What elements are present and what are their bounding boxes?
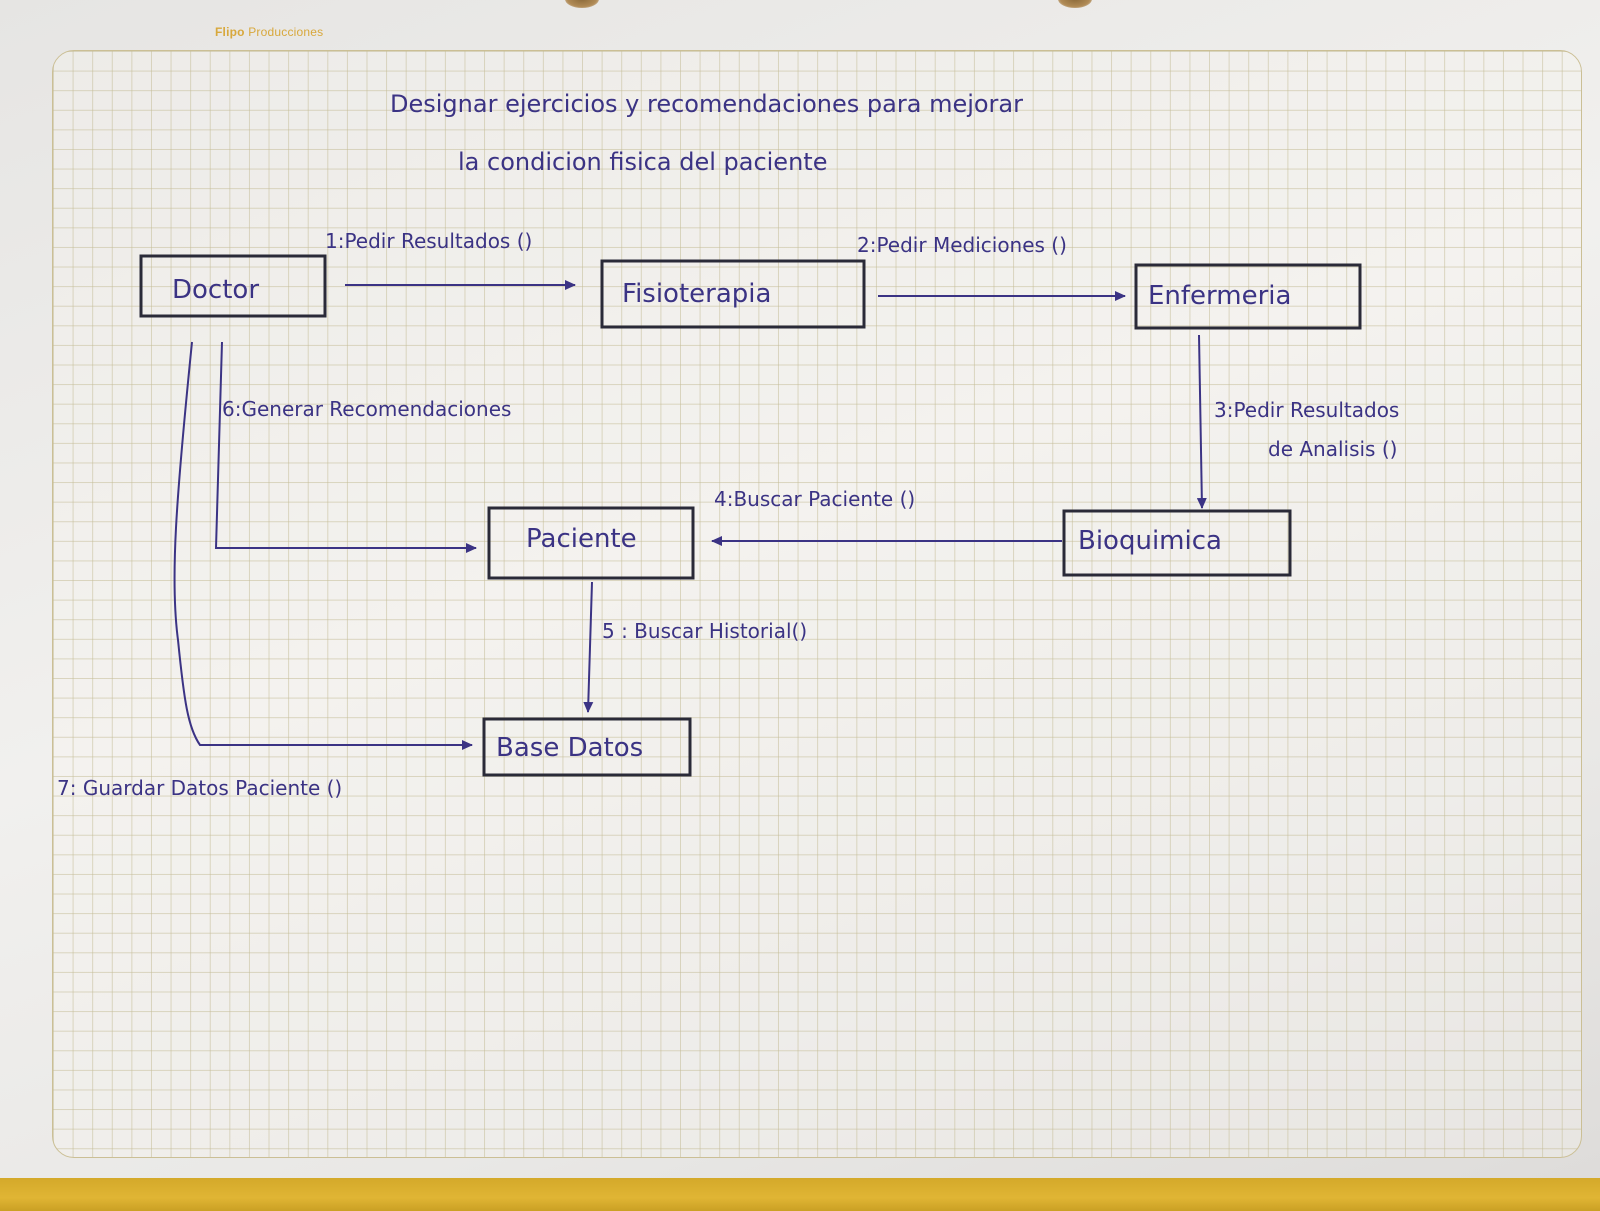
arrow-enfermeria-to-bioquimica [1196, 334, 1207, 509]
message-4-label: 4:Buscar Paciente () [714, 487, 915, 511]
binder-ring-right [1058, 0, 1092, 8]
node-doctor-label: Doctor [172, 275, 259, 305]
node-base-datos: Base Datos [482, 717, 692, 777]
node-base-datos-label: Base Datos [496, 733, 643, 763]
node-enfermeria-label: Enfermeria [1148, 281, 1291, 311]
node-enfermeria: Enfermeria [1134, 263, 1362, 330]
notebook-cover-edge [0, 1178, 1600, 1211]
binder-ring-left [565, 0, 599, 8]
node-paciente: Paciente [487, 506, 695, 580]
message-5-label: 5 : Buscar Historial() [602, 619, 807, 643]
brand-name-rest: Producciones [248, 25, 324, 39]
node-fisioterapia-label: Fisioterapia [622, 279, 771, 309]
grid-paper [52, 50, 1582, 1158]
arrow-doctor-to-paciente [214, 341, 477, 553]
message-7-label: 7: Guardar Datos Paciente () [57, 776, 342, 800]
arrow-doctor-to-base-datos [173, 341, 473, 750]
node-base-datos-box [482, 717, 692, 777]
node-fisioterapia: Fisioterapia [600, 259, 866, 329]
message-3-label-line2: de Analisis () [1268, 437, 1397, 461]
message-1-label: 1:Pedir Resultados () [325, 229, 532, 253]
message-6-label: 6:Generar Recomendaciones [222, 397, 511, 421]
node-bioquimica-label: Bioquimica [1078, 526, 1222, 556]
arrow-paciente-to-base-datos [583, 581, 594, 713]
brand-name-bold: Flipo [215, 25, 245, 39]
node-paciente-label: Paciente [526, 524, 637, 554]
message-3-label-line1: 3:Pedir Resultados [1214, 398, 1399, 422]
diagram-title-line2: la condicion fisica del paciente [458, 148, 827, 176]
node-fisioterapia-box [600, 259, 866, 329]
diagram-title-line1: Designar ejercicios y recomendaciones pa… [390, 90, 1023, 118]
node-enfermeria-box [1134, 263, 1362, 330]
message-2-label: 2:Pedir Mediciones () [857, 233, 1067, 257]
node-doctor: Doctor [139, 254, 327, 318]
node-paciente-box [487, 506, 695, 580]
node-bioquimica: Bioquimica [1062, 509, 1292, 577]
node-bioquimica-box [1062, 509, 1292, 577]
node-doctor-box [139, 254, 327, 318]
brand-logo: Flipo Producciones [215, 25, 323, 39]
